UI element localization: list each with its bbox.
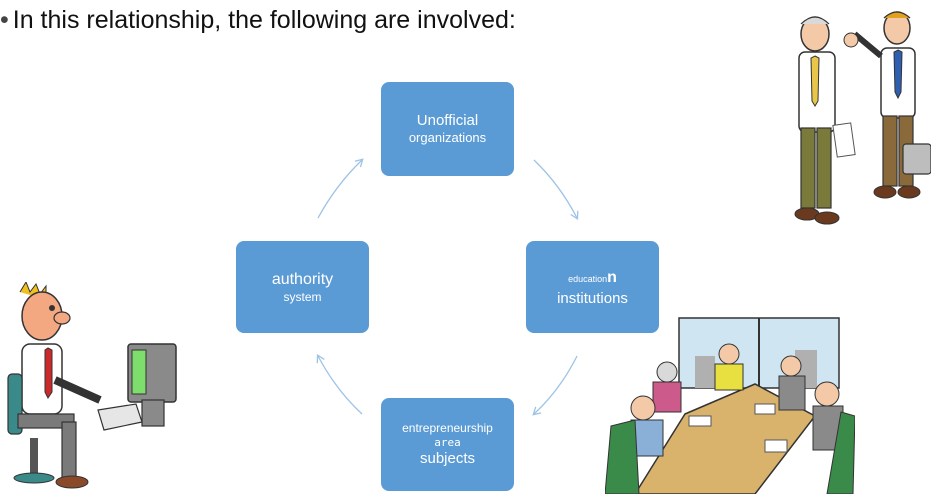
arrow-left-to-top <box>317 158 364 219</box>
node-unofficial-organizations: Unofficial organizations <box>381 82 514 176</box>
node-top-line1: Unofficial <box>416 111 479 129</box>
node-bottom-line1: entrepreneurship <box>402 420 493 435</box>
heading-text: In this relationship, the following are … <box>12 6 516 34</box>
slide-heading: •In this relationship, the following are… <box>0 6 516 35</box>
meeting-table-clipart-icon <box>605 317 855 494</box>
node-entrepreneurship-area-subjects: entrepreneurship area subjects <box>381 398 514 491</box>
node-education-institutions: educationn institutions <box>526 241 659 333</box>
arrow-top-to-right <box>533 159 579 221</box>
arrow-bottom-to-left <box>316 353 363 415</box>
node-right-line1-tail: n <box>607 268 617 286</box>
node-right-line1: educationn <box>568 265 617 291</box>
node-authority-system: authority system <box>236 241 369 333</box>
node-top-line2: organizations <box>408 130 487 146</box>
man-at-computer-clipart-icon <box>7 282 177 489</box>
node-bottom-line3: subjects <box>419 449 476 467</box>
two-businessmen-clipart-icon <box>794 11 931 225</box>
node-bottom-line2: area <box>434 435 461 449</box>
node-right-line2: institutions <box>557 290 628 308</box>
arrow-right-to-bottom <box>532 355 578 416</box>
bullet-icon: • <box>0 6 9 34</box>
node-left-line1: authority <box>271 270 334 288</box>
node-right-line1-text: education <box>568 273 608 284</box>
node-left-line2: system <box>283 289 322 304</box>
